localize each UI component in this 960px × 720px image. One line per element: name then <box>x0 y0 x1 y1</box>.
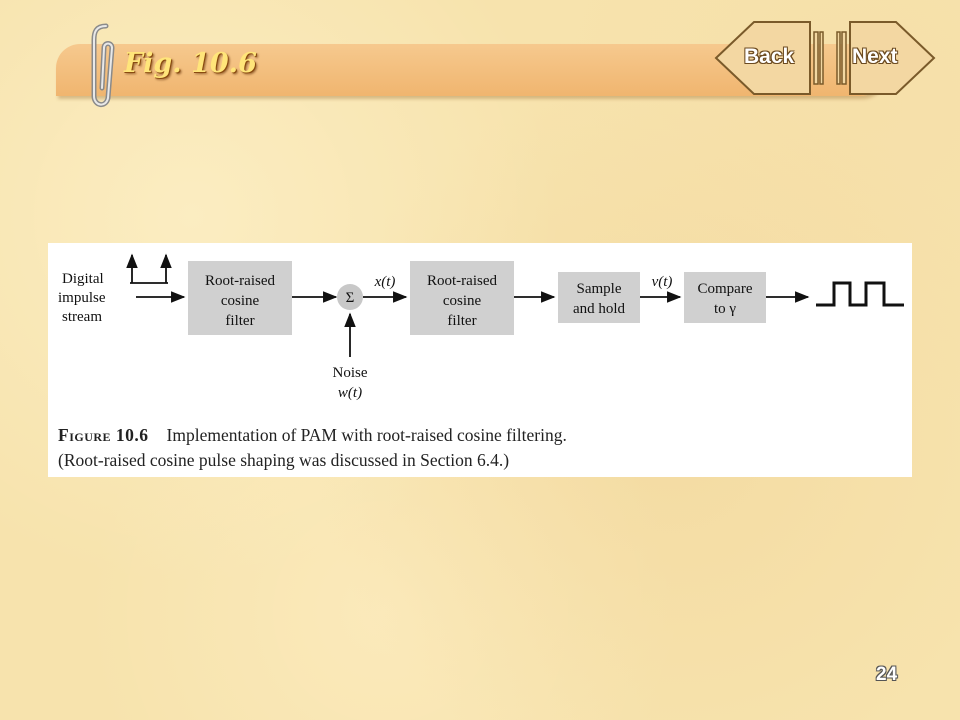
impulse-stream-icon <box>126 253 172 284</box>
next-button[interactable]: Next <box>836 20 936 96</box>
figure-panel: Digital impulse stream Root-raised cosin… <box>48 243 912 477</box>
caption-label: Figure 10.6 <box>58 425 149 445</box>
figure-caption: Figure 10.6 Implementation of PAM with ro… <box>58 423 908 473</box>
compare-line-2: to γ <box>714 301 736 317</box>
filter-block-2 <box>410 261 514 335</box>
output-pulse-waveform-icon <box>816 281 904 307</box>
input-label-line-2: impulse <box>58 290 106 306</box>
filter-2-line-1: Root-raised <box>427 273 497 289</box>
sample-hold-block <box>558 272 640 323</box>
input-label-line-1: Digital <box>62 271 104 287</box>
signal-x-label: x(t) <box>374 274 396 290</box>
input-label-line-3: stream <box>62 309 102 325</box>
next-arrow-icon <box>836 21 936 95</box>
caption-line-2: (Root-raised cosine pulse shaping was di… <box>58 450 510 470</box>
back-button[interactable]: Back <box>714 20 824 96</box>
filter-2-line-3: filter <box>447 313 476 329</box>
filter-2-line-2: cosine <box>443 293 482 309</box>
paperclip-icon <box>91 23 115 107</box>
page-number: 24 <box>876 664 898 685</box>
sample-line-1: Sample <box>577 281 622 297</box>
back-button-label: Back <box>744 45 795 68</box>
back-arrow-icon <box>714 21 824 95</box>
filter-1-line-2: cosine <box>221 293 260 309</box>
summing-junction <box>337 284 363 310</box>
compare-block <box>684 272 766 323</box>
signal-v-label: v(t) <box>652 274 673 290</box>
filter-1-line-1: Root-raised <box>205 273 275 289</box>
filter-block-1 <box>188 261 292 335</box>
sample-line-2: and hold <box>573 301 626 317</box>
caption-line-1: Implementation of PAM with root-raised c… <box>166 425 567 445</box>
filter-1-line-3: filter <box>225 313 254 329</box>
compare-line-1: Compare <box>698 281 753 297</box>
pam-block-diagram: Digital impulse stream Root-raised cosin… <box>58 253 904 401</box>
page-title: Fig. 10.6 <box>124 48 257 79</box>
noise-signal: w(t) <box>338 385 362 401</box>
next-button-label: Next <box>852 45 898 68</box>
sum-symbol: Σ <box>346 290 355 306</box>
noise-label: Noise <box>333 365 368 381</box>
